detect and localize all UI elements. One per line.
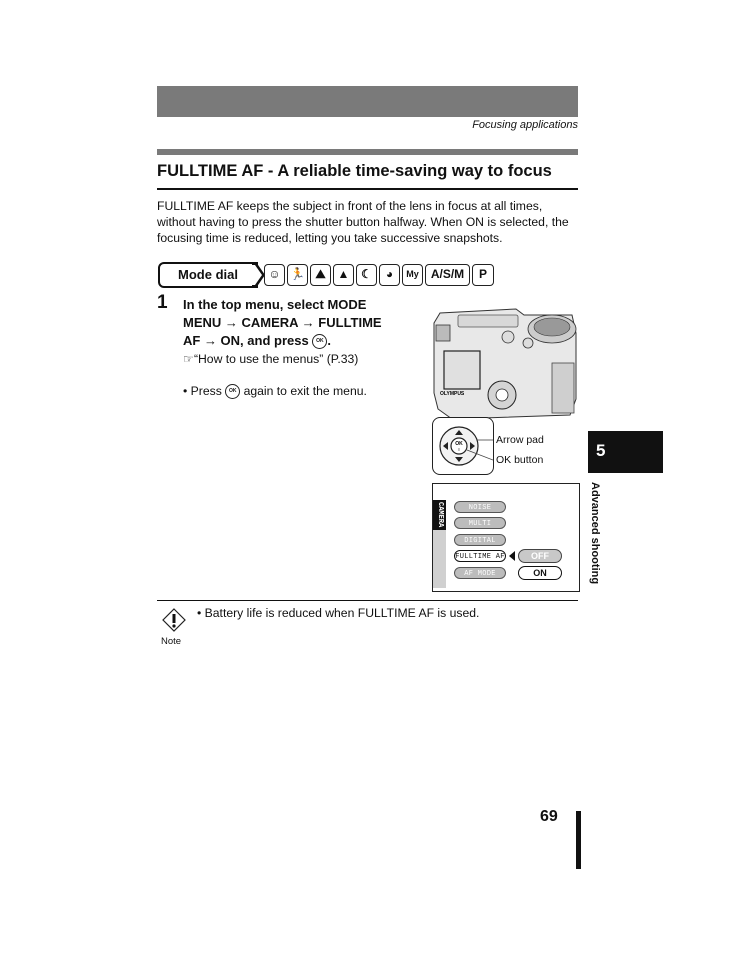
step-line-3: AF → ON, and press OK. xyxy=(183,333,331,350)
mode-dial-label: Mode dial xyxy=(158,262,258,288)
section-title: FULLTIME AF - A reliable time-saving way… xyxy=(157,162,552,180)
svg-text:OLYMPUS: OLYMPUS xyxy=(440,391,465,397)
my-mode-icon: My xyxy=(402,264,423,286)
section-rule xyxy=(157,149,578,155)
running-head: Focusing applications xyxy=(472,119,578,131)
svg-text:OK: OK xyxy=(455,441,463,447)
landscape-portrait-mode-icon: ⛰ xyxy=(310,264,331,286)
arrow-pad-callout: OK ≡ xyxy=(432,417,494,475)
ok-button-icon: OK xyxy=(225,384,241,400)
note-text: • Battery life is reduced when FULLTIME … xyxy=(197,606,480,620)
camera-tab-label-wrap: CAMERA xyxy=(433,502,446,530)
intro-paragraph: FULLTIME AF keeps the subject in front o… xyxy=(157,199,569,245)
chapter-title: Advanced shooting xyxy=(589,482,601,585)
reference-icon: ☞ xyxy=(183,352,194,366)
title-underline xyxy=(157,188,578,190)
ok-button-label: OK button xyxy=(496,454,544,466)
page-number: 69 xyxy=(540,808,558,825)
step-line-2: MENU → CAMERA → FULLTIME xyxy=(183,315,382,330)
menu-item-digital-zoom[interactable]: DIGITAL ZOOM xyxy=(454,534,506,557)
arrow-pad-label: Arrow pad xyxy=(496,434,544,446)
bullet-text-end: again to exit the menu. xyxy=(243,384,367,398)
svg-text:≡: ≡ xyxy=(458,447,461,452)
reference-text: “How to use the menus” (P.33) xyxy=(193,352,359,366)
step-number: 1 xyxy=(157,292,168,313)
sports-mode-icon: 🏃 xyxy=(287,264,308,286)
step-instruction: In the top menu, select MODE MENU → CAME… xyxy=(183,296,413,350)
menu-item-noise-reduction[interactable]: NOISE REDUCTION xyxy=(454,501,506,524)
camera-illustration: OLYMPUS xyxy=(433,308,577,420)
reference-line: ☞“How to use the menus” (P.33) xyxy=(183,352,358,366)
note-rule xyxy=(157,600,578,601)
menu-item-fulltime-af[interactable]: FULLTIME AF xyxy=(454,550,506,562)
step-bullet: • Press OK again to exit the menu. xyxy=(183,384,367,400)
arrow-pad-icon: OK ≡ xyxy=(439,426,494,466)
note-icon xyxy=(162,608,186,632)
selection-arrow-icon xyxy=(509,551,515,561)
asm-mode-icon: A/S/M xyxy=(425,264,470,286)
program-mode-icon: P xyxy=(472,264,494,286)
step-line-1: In the top menu, select MODE xyxy=(183,297,367,312)
mode-dial-arrow-icon xyxy=(252,262,265,288)
ok-button-icon: OK xyxy=(312,334,328,350)
chapter-title-wrap: Advanced shooting xyxy=(589,482,609,612)
note-label: Note xyxy=(161,636,182,647)
night-scene-mode-icon: ☾ xyxy=(356,264,377,286)
camera-tab-label: CAMERA xyxy=(436,502,444,528)
mode-dial-icons: ☺ 🏃 ⛰ ▲ ☾ ◕ My A/S/M P xyxy=(264,264,494,288)
bullet-text-start: • Press xyxy=(183,384,222,398)
self-portrait-mode-icon: ◕ xyxy=(379,264,400,286)
option-on[interactable]: ON xyxy=(518,566,562,580)
step-line-3-text: AF → ON, and press xyxy=(183,333,309,348)
portrait-mode-icon: ☺ xyxy=(264,264,285,286)
header-bar xyxy=(157,86,578,117)
menu-item-af-mode[interactable]: AF MODE xyxy=(454,567,506,579)
page-number-bar xyxy=(576,811,581,869)
option-off[interactable]: OFF xyxy=(518,549,562,563)
chapter-tab: 5 xyxy=(588,431,663,473)
menu-item-multi-metering[interactable]: MULTI METERING xyxy=(454,517,506,540)
landscape-mode-icon: ▲ xyxy=(333,264,354,286)
camera-tab-icon xyxy=(433,500,446,588)
